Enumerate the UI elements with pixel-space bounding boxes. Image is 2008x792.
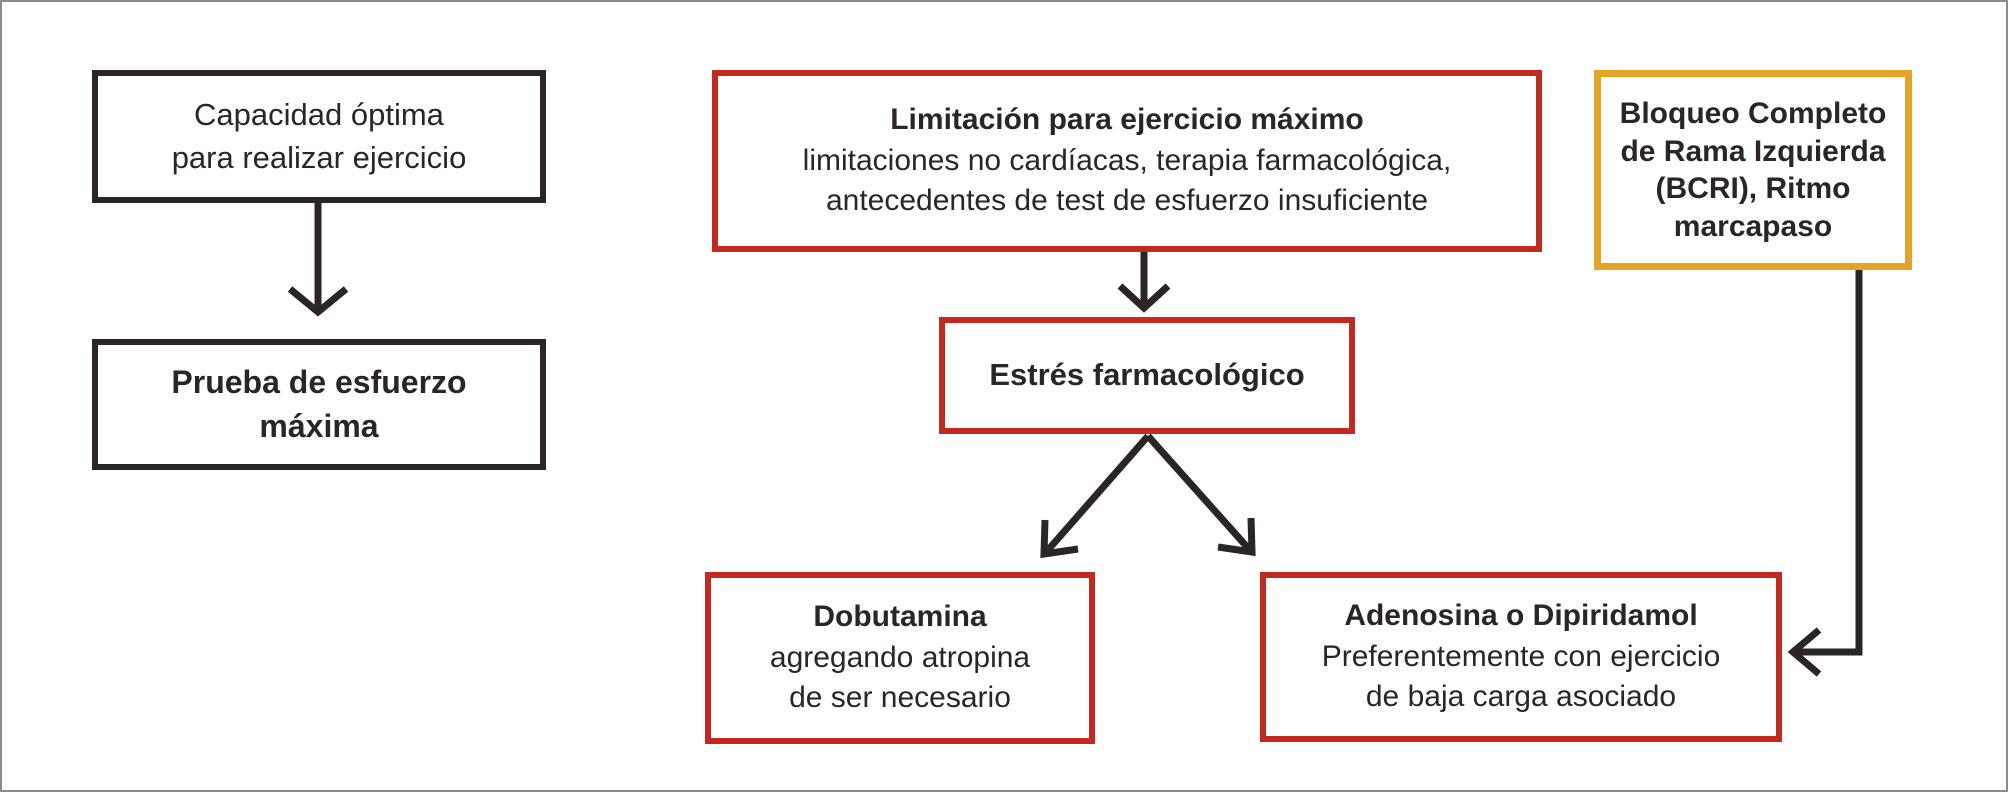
box-limitation-title: Limitación para ejercicio máximo [890, 102, 1364, 136]
box-adenosine-line: de baja carga asociado [1365, 680, 1677, 714]
box-lbbb-pacemaker-line: marcapaso [1673, 209, 1833, 243]
arrow-capacity-to-max-test [287, 203, 349, 317]
box-max-stress-test-line: Prueba de esfuerzo [171, 363, 467, 400]
box-dobutamine-line: agregando atropina [769, 640, 1031, 674]
box-adenosine-title: Adenosina o Dipiridamol [1344, 598, 1698, 632]
box-capacity-line: para realizar ejercicio [171, 139, 467, 175]
box-limitation-line: limitaciones no cardíacas, terapia farma… [802, 143, 1452, 177]
box-adenosine-line: Preferentemente con ejercicio [1321, 639, 1721, 673]
arrow-lbbb-to-adenosine [1787, 270, 1863, 677]
box-dobutamine: Dobutamina agregando atropina de ser nec… [705, 572, 1095, 744]
box-lbbb-pacemaker-line: (BCRI), Ritmo [1655, 172, 1851, 205]
box-capacity: Capacidad óptima para realizar ejercicio [92, 70, 546, 203]
arrow-stress-to-adenosine [1145, 433, 1256, 557]
box-lbbb-pacemaker-line: Bloqueo Completo [1619, 97, 1887, 130]
box-pharmacological-stress-title: Estrés farmacológico [989, 357, 1305, 393]
box-lbbb-pacemaker-line: de Rama Izquierda [1620, 134, 1886, 168]
box-dobutamine-line: de ser necesario [789, 681, 1011, 715]
box-lbbb-pacemaker: Bloqueo Completo de Rama Izquierda (BCRI… [1594, 70, 1912, 270]
box-pharmacological-stress: Estrés farmacológico [939, 317, 1355, 434]
arrow-stress-to-dobutamine [1040, 433, 1151, 559]
arrow-limitation-to-stress [1117, 252, 1171, 313]
box-max-stress-test: Prueba de esfuerzo máxima [92, 339, 546, 470]
box-adenosine: Adenosina o Dipiridamol Preferentemente … [1260, 572, 1782, 742]
box-capacity-line: Capacidad óptima [194, 97, 444, 133]
box-max-stress-test-line: máxima [259, 407, 379, 444]
box-dobutamine-title: Dobutamina [813, 599, 987, 633]
box-limitation: Limitación para ejercicio máximo limitac… [712, 70, 1542, 252]
box-limitation-line: antecedentes de test de esfuerzo insufic… [825, 184, 1429, 218]
